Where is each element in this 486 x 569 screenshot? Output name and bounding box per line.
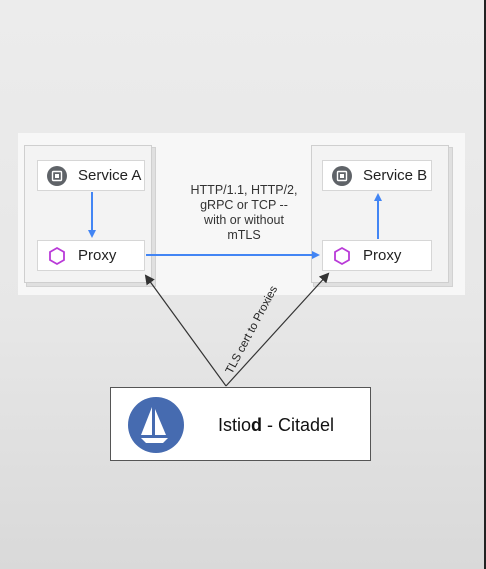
proxy-a-label: Proxy bbox=[78, 247, 117, 264]
istiod-citadel-box: Istiod - Citadel bbox=[110, 387, 371, 461]
service-b-card: Service B bbox=[322, 160, 432, 191]
proxy-b-label: Proxy bbox=[363, 247, 402, 264]
chip-icon bbox=[329, 163, 355, 189]
service-b-label: Service B bbox=[363, 167, 428, 184]
window-edge bbox=[484, 0, 486, 569]
protocol-line-2: gRPC or TCP -- bbox=[200, 198, 288, 212]
service-a-card: Service A bbox=[37, 160, 145, 191]
proxy-b-card: Proxy bbox=[322, 240, 432, 271]
hexagon-icon bbox=[329, 243, 355, 269]
istiod-title: Istiod - Citadel bbox=[218, 415, 335, 435]
hexagon-icon bbox=[44, 243, 70, 269]
cert-to-proxy-b-arrow bbox=[225, 272, 330, 387]
protocol-line-1: HTTP/1.1, HTTP/2, bbox=[190, 183, 298, 197]
service-a-label: Service A bbox=[78, 167, 142, 184]
cert-to-proxy-a-arrow bbox=[144, 274, 227, 387]
protocol-label: HTTP/1.1, HTTP/2, gRPC or TCP -- with or… bbox=[168, 183, 320, 243]
protocol-line-3: with or without bbox=[204, 213, 284, 227]
protocol-line-4: mTLS bbox=[227, 228, 261, 242]
proxy-a-card: Proxy bbox=[37, 240, 145, 271]
chip-icon bbox=[44, 163, 70, 189]
istio-sail-logo bbox=[128, 397, 184, 453]
